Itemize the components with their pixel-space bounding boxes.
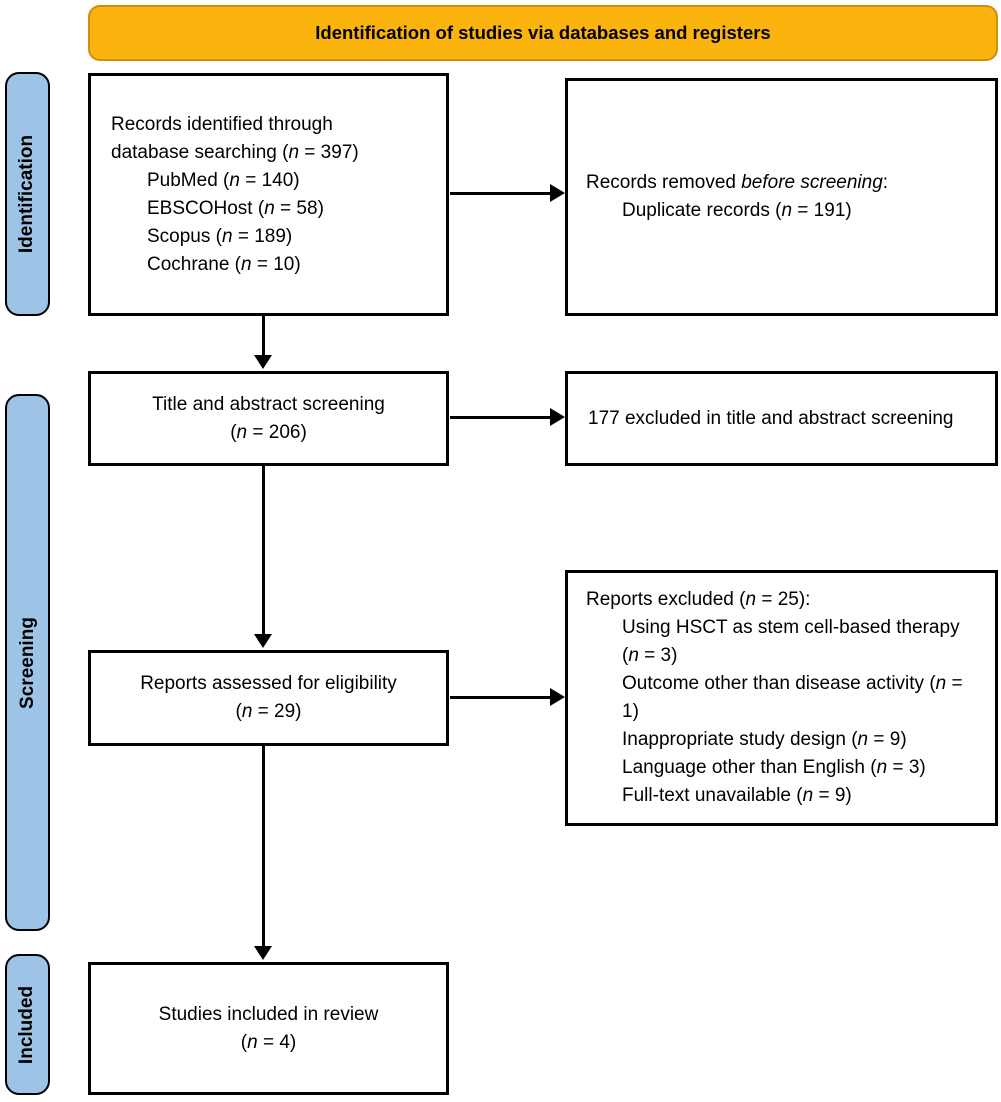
box-records-removed: Records removed before screening: Duplic… xyxy=(565,78,998,316)
title-abstract-line: Title and abstract screening xyxy=(152,393,385,415)
reports-assessed-count: (n = 29) xyxy=(235,701,302,722)
stage-label-screening: Screening xyxy=(16,616,38,709)
title-abstract-count: (n = 206) xyxy=(230,421,307,443)
reports-excluded-item: Inappropriate study design (n = 9) xyxy=(622,729,907,750)
box-title-abstract-screening: Title and abstract screening (n = 206) xyxy=(88,371,449,466)
reports-excluded-item: Using HSCT as stem cell-based therapy (n… xyxy=(622,617,960,666)
banner-title: Identification of studies via databases … xyxy=(315,22,771,43)
source-cochrane: Cochrane (n = 10) xyxy=(147,253,301,275)
stage-bar-screening: Screening xyxy=(5,394,50,931)
excluded-title-abstract-text: 177 excluded in title and abstract scree… xyxy=(588,407,954,429)
reports-excluded-item: Full-text unavailable (n = 9) xyxy=(622,785,852,806)
reports-excluded-item: Outcome other than disease activity (n =… xyxy=(622,673,963,722)
studies-included-line: Studies included in review xyxy=(158,1003,379,1025)
box-reports-assessed: Reports assessed for eligibility (n = 29… xyxy=(88,650,449,746)
source-pubmed: PubMed (n = 140) xyxy=(147,169,300,191)
header-banner: Identification of studies via databases … xyxy=(88,5,998,61)
box-studies-included: Studies included in review (n = 4) xyxy=(88,962,449,1095)
box-excluded-title-abstract: 177 excluded in title and abstract scree… xyxy=(565,371,998,466)
records-removed-item: Duplicate records (n = 191) xyxy=(622,200,852,221)
records-removed-header: Records removed before screening: xyxy=(586,172,889,193)
arrow-identified-to-removed xyxy=(450,192,550,195)
arrow-identified-to-screening xyxy=(262,316,265,355)
stage-bar-included: Included xyxy=(5,954,50,1095)
stage-label-identification: Identification xyxy=(16,134,38,254)
reports-excluded-header: Reports excluded (n = 25): xyxy=(586,589,811,610)
arrow-screening-to-assessed xyxy=(262,466,265,634)
reports-assessed-line: Reports assessed for eligibility xyxy=(140,673,397,694)
studies-included-count: (n = 4) xyxy=(240,1031,297,1053)
source-scopus: Scopus (n = 189) xyxy=(147,225,293,247)
arrow-assessed-to-excluded xyxy=(450,696,550,699)
box-records-identified: Records identified through database sear… xyxy=(88,73,449,316)
box-reports-excluded: Reports excluded (n = 25): Using HSCT as… xyxy=(565,570,998,826)
records-identified-line: database searching (n = 397) xyxy=(111,141,359,163)
stage-label-included: Included xyxy=(16,985,38,1064)
reports-excluded-item: Language other than English (n = 3) xyxy=(622,757,926,778)
arrow-assessed-to-included xyxy=(262,746,265,946)
stage-bar-identification: Identification xyxy=(5,72,50,316)
records-identified-line: Records identified through xyxy=(111,113,333,135)
source-ebscohost: EBSCOHost (n = 58) xyxy=(147,197,324,219)
arrow-screening-to-excluded xyxy=(450,416,550,419)
